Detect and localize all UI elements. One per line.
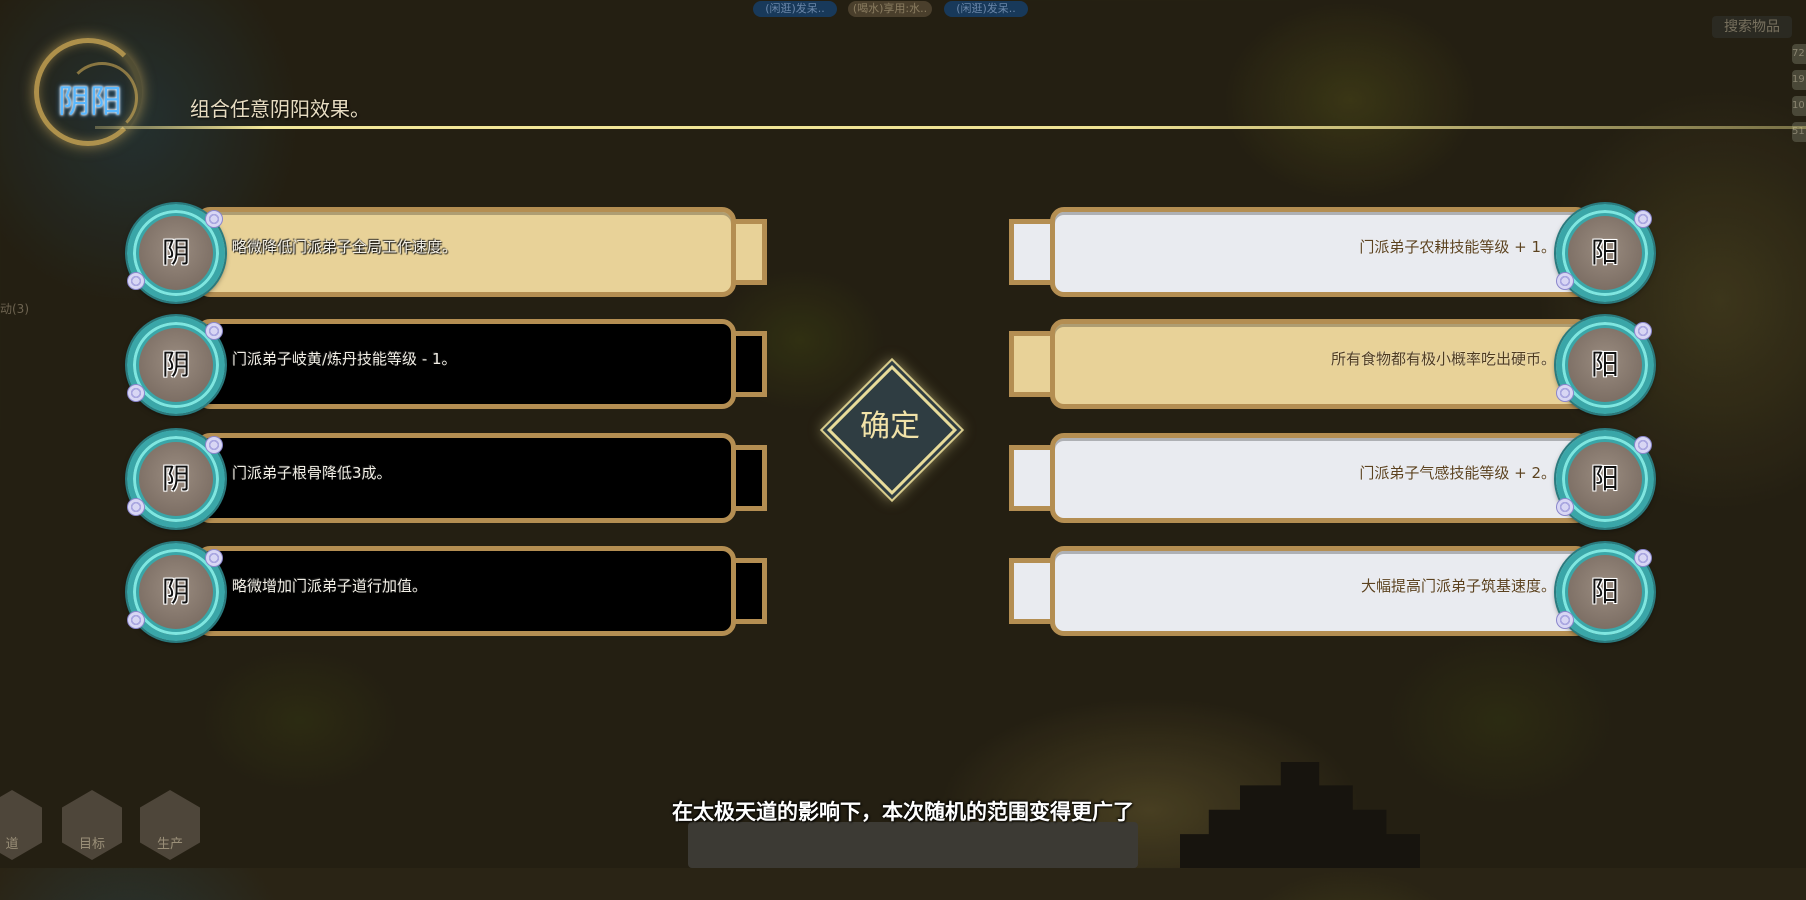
cloud-ornament-icon (1556, 611, 1574, 629)
cloud-ornament-icon (1634, 549, 1652, 567)
cloud-ornament-icon (1634, 436, 1652, 454)
option-text: 略微增加门派弟子道行加值。 (232, 577, 428, 595)
option-text: 门派弟子农耕技能等级 + 1。 (1359, 238, 1556, 256)
orb-symbol: 阴 (161, 348, 190, 381)
yang-option-1[interactable]: 门派弟子农耕技能等级 + 1。 阳 (0, 204, 1806, 302)
page-title: 阴阳 (58, 82, 123, 120)
emblem-swirl (66, 62, 138, 134)
orb-symbol: 阳 (1590, 575, 1619, 608)
yang-option-3[interactable]: 门派弟子气感技能等级 + 2。 阳 (0, 430, 1806, 528)
yin-orb-icon: 阴 (127, 316, 225, 414)
yin-orb-icon: 阴 (127, 543, 225, 641)
bottom-button-label: 目标 (78, 837, 105, 852)
option-tab (1009, 445, 1058, 511)
yin-orb-icon: 阴 (127, 430, 225, 528)
cloud-ornament-icon (127, 611, 145, 629)
option-text: 门派弟子岐黄/炼丹技能等级 - 1。 (232, 350, 457, 368)
cloud-ornament-icon (127, 384, 145, 402)
yang-option-2[interactable]: 所有食物都有极小概率吃出硬币。 阳 (0, 316, 1806, 414)
yin-option-3[interactable]: 门派弟子根骨降低3成。 阴 (0, 430, 1806, 528)
activity-tag: (闲逛)发呆.. (753, 1, 837, 17)
option-text: 大幅提高门派弟子筑基速度。 (1360, 577, 1556, 595)
option-text: 门派弟子根骨降低3成。 (232, 464, 392, 482)
option-tab (1009, 219, 1058, 285)
side-count: 72 (1792, 44, 1806, 64)
yang-orb-icon: 阳 (1556, 316, 1654, 414)
status-message: 在太极天道的影响下，本次随机的范围变得更广了 (672, 800, 1134, 824)
yin-option-2[interactable]: 门派弟子岐黄/炼丹技能等级 - 1。 阴 (0, 316, 1806, 414)
activity-tag: (闲逛)发呆.. (944, 1, 1028, 17)
yang-orb-icon: 阳 (1556, 543, 1654, 641)
yang-orb-icon: 阳 (1556, 204, 1654, 302)
option-text: 略微降低门派弟子全局工作速度。 (232, 238, 458, 256)
header-divider (95, 126, 1806, 129)
yinyang-emblem-icon (34, 38, 142, 146)
side-count: 51 (1792, 122, 1806, 142)
option-text: 所有食物都有极小概率吃出硬币。 (1330, 350, 1556, 368)
bottom-button: 目标 (62, 790, 122, 860)
side-count: 10 (1792, 96, 1806, 116)
cloud-ornament-icon (1556, 272, 1574, 290)
cloud-ornament-icon (205, 436, 223, 454)
page-subtitle: 组合任意阴阳效果。 (190, 97, 370, 121)
option-panel[interactable] (1050, 319, 1590, 409)
orb-symbol: 阳 (1590, 462, 1619, 495)
option-tab (1009, 331, 1058, 397)
cloud-ornament-icon (127, 272, 145, 290)
option-panel[interactable] (1050, 207, 1590, 297)
activity-tag: (喝水)享用:水.. (848, 1, 932, 17)
cloud-ornament-icon (1634, 210, 1652, 228)
orb-symbol: 阴 (161, 462, 190, 495)
cloud-ornament-icon (1634, 322, 1652, 340)
cloud-ornament-icon (127, 498, 145, 516)
cloud-ornament-icon (1556, 384, 1574, 402)
orb-symbol: 阴 (161, 236, 190, 269)
cloud-ornament-icon (205, 210, 223, 228)
yin-option-4[interactable]: 略微增加门派弟子道行加值。 阴 (0, 543, 1806, 641)
side-count: 19 (1792, 70, 1806, 90)
cloud-ornament-icon (205, 322, 223, 340)
search-items-button: 搜索物品 (1712, 16, 1792, 38)
orb-symbol: 阴 (161, 575, 190, 608)
orb-symbol: 阳 (1590, 348, 1619, 381)
orb-symbol: 阳 (1590, 236, 1619, 269)
yang-orb-icon: 阳 (1556, 430, 1654, 528)
option-panel[interactable] (1050, 433, 1590, 523)
cloud-ornament-icon (205, 549, 223, 567)
option-panel[interactable] (196, 546, 736, 636)
bottom-button-label: 生产 (156, 837, 183, 852)
option-tab (1009, 558, 1058, 624)
cloud-ornament-icon (1556, 498, 1574, 516)
option-panel[interactable] (196, 319, 736, 409)
bottom-button: 生产 (140, 790, 200, 860)
yin-option-1[interactable]: 略微降低门派弟子全局工作速度。 阴 (0, 204, 1806, 302)
option-panel[interactable] (1050, 546, 1590, 636)
activity-count-label: 动(3) (0, 302, 29, 316)
yang-option-4[interactable]: 大幅提高门派弟子筑基速度。 阳 (0, 543, 1806, 641)
yin-orb-icon: 阴 (127, 204, 225, 302)
bottom-button-label: 道 (5, 837, 19, 852)
item-toolbar (688, 822, 1138, 868)
option-text: 门派弟子气感技能等级 + 2。 (1359, 464, 1556, 482)
